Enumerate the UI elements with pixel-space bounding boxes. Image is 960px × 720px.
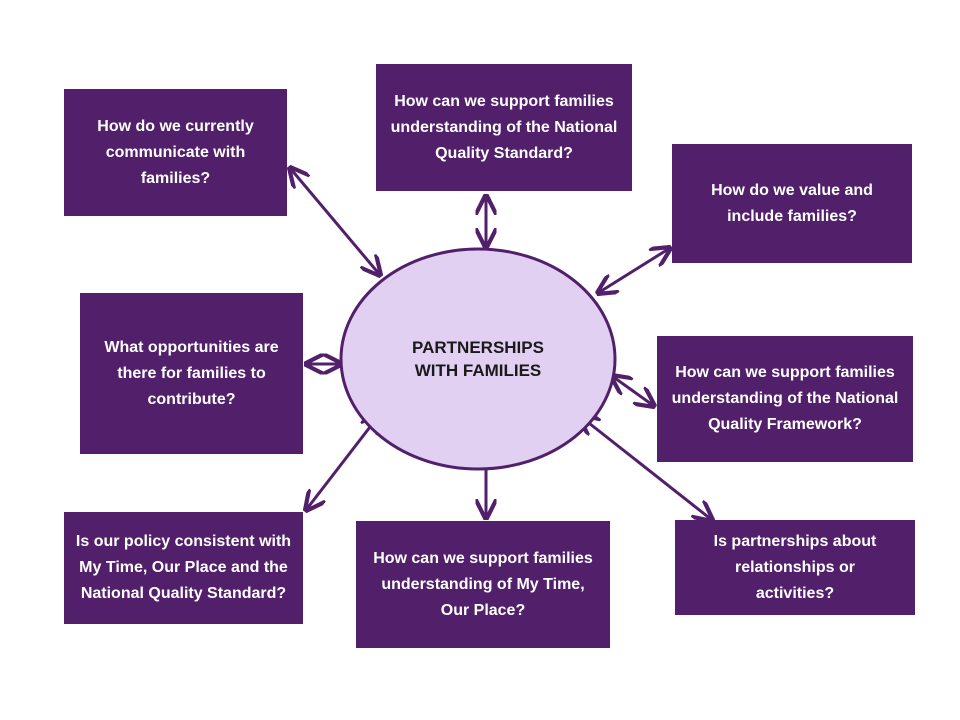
box-communicate: How do we currently communicate with fam…	[64, 89, 287, 216]
box-nqf-text: How can we support families understandin…	[671, 364, 899, 433]
center-label-line1: PARTNERSHIPS	[412, 338, 544, 357]
arrow-relationships	[580, 416, 712, 520]
center-label: PARTNERSHIPS WITH FAMILIES	[340, 248, 616, 470]
arrow-value-include	[598, 248, 670, 293]
box-mtop: How can we support families understandin…	[356, 521, 610, 648]
box-opportunities: What opportunities are there for familie…	[80, 293, 303, 454]
box-value-include-text: How do we value and include families?	[711, 181, 873, 225]
box-relationships-text: Is partnerships about relationships or a…	[713, 532, 877, 602]
arrow-nqf	[612, 376, 654, 406]
box-communicate-text: How do we currently communicate with fam…	[97, 117, 254, 187]
center-label-line2: WITH FAMILIES	[414, 361, 542, 380]
box-mtop-text: How can we support families understandin…	[373, 549, 593, 619]
box-opportunities-text: What opportunities are there for familie…	[104, 338, 279, 408]
box-policy: Is our policy consistent with My Time, O…	[64, 512, 303, 624]
box-policy-text: Is our policy consistent with My Time, O…	[75, 533, 292, 602]
box-value-include: How do we value and include families?	[672, 144, 912, 263]
center-ellipse	[339, 247, 617, 471]
box-nqs-top-text: How can we support families understandin…	[390, 92, 618, 162]
box-nqf: How can we support families understandin…	[657, 336, 913, 462]
arrow-communicate	[290, 168, 380, 275]
box-relationships: Is partnerships about relationships or a…	[675, 520, 915, 615]
box-nqs-top: How can we support families understandin…	[376, 64, 632, 191]
arrow-policy	[306, 414, 380, 510]
